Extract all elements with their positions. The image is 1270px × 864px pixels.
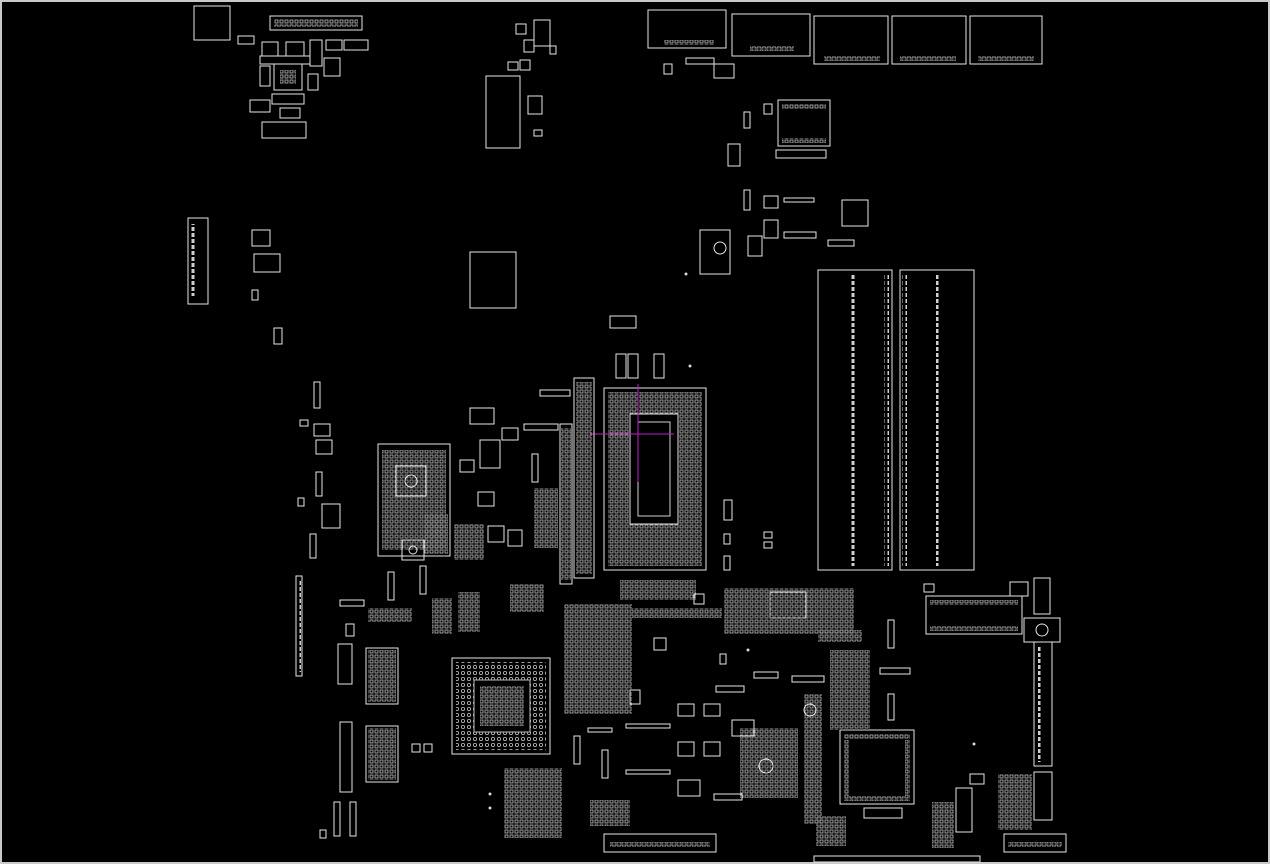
ram-slot bbox=[817, 269, 893, 571]
bga-chip bbox=[451, 657, 551, 755]
connector bbox=[1003, 833, 1067, 853]
connector bbox=[813, 15, 889, 65]
right-edge-components[interactable] bbox=[488, 272, 1067, 853]
connector bbox=[647, 9, 727, 49]
connector bbox=[731, 13, 811, 57]
memory-and-pch[interactable] bbox=[319, 565, 551, 839]
connector bbox=[603, 833, 717, 853]
dimm-slots[interactable] bbox=[817, 269, 975, 571]
cpu-bga[interactable] bbox=[573, 315, 707, 579]
pcb-layout[interactable] bbox=[4, 4, 1270, 864]
misc-passives bbox=[297, 419, 773, 753]
chip bbox=[925, 595, 1023, 635]
connector bbox=[891, 15, 967, 65]
top-middle-component-cluster[interactable] bbox=[469, 19, 557, 309]
qfp-chip bbox=[839, 729, 915, 805]
top-left-component-cluster[interactable] bbox=[193, 5, 369, 139]
left-middle-chip-cluster[interactable] bbox=[377, 389, 573, 585]
left-edge-components[interactable] bbox=[187, 217, 341, 677]
connector bbox=[969, 15, 1043, 65]
ram-slot bbox=[899, 269, 975, 571]
bottom-middle-components[interactable] bbox=[504, 580, 825, 853]
chip bbox=[777, 99, 831, 147]
bga-chip-small bbox=[469, 251, 517, 309]
rear-io-connectors[interactable] bbox=[647, 9, 1043, 275]
right-lower-components[interactable] bbox=[724, 588, 981, 863]
